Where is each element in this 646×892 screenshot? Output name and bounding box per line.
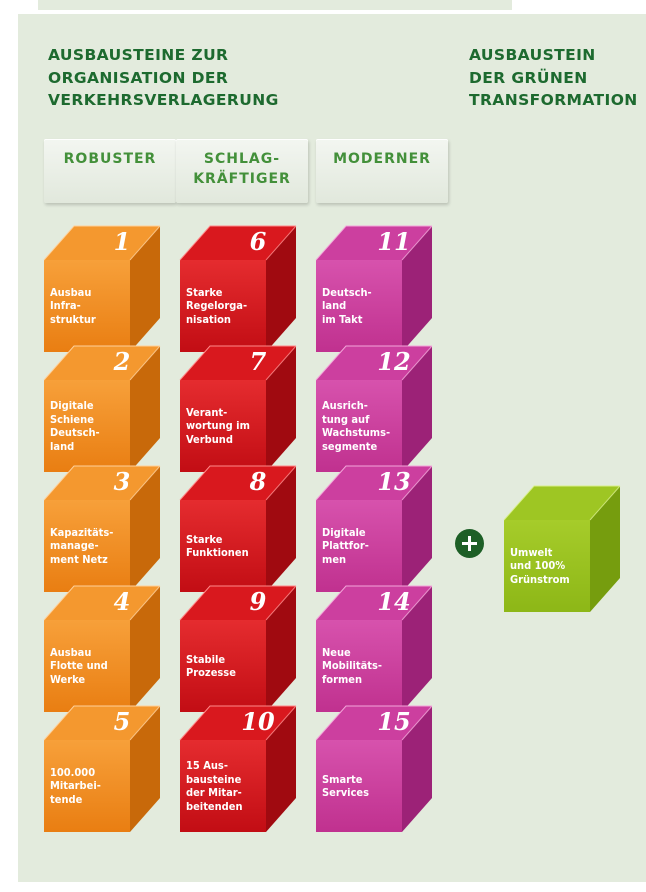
cube-number: 13 [377, 467, 411, 496]
cube-shape [179, 705, 297, 832]
column-header-moderner: MODERNER [316, 139, 448, 203]
cube-shape [43, 465, 161, 592]
cube-number: 5 [113, 707, 131, 736]
cube-label: Umwelt und 100% Grünstrom [510, 545, 570, 586]
cube-shape [315, 585, 433, 712]
column-header-schlagkraeftiger: SCHLAG- KRÄFTIGER [176, 139, 308, 203]
cube-10: 10 15 Aus- bausteine der Mitar- beitenden [179, 705, 300, 832]
cube-number: 1 [113, 227, 131, 256]
cube-5: 5 100.000 Mitarbei- tende [43, 705, 164, 832]
cube-shape [43, 705, 161, 832]
column-header-robuster: ROBUSTER [44, 139, 176, 203]
cube-number: 6 [249, 227, 267, 256]
cube-label: Kapazitäts- manage- ment Netz [50, 525, 114, 566]
cube-shape [315, 465, 433, 592]
cube-shape [43, 585, 161, 712]
cube-shape [315, 705, 433, 832]
heading-gruene-transformation: AUSBAUSTEIN DER GRÜNEN TRANSFORMATION [469, 46, 638, 109]
top-strip [38, 0, 512, 10]
cube-label: Digitale Plattfor- men [322, 525, 369, 566]
cube-number: 4 [113, 587, 131, 616]
cube-number: 8 [249, 467, 267, 496]
cube-shape [179, 465, 297, 592]
cube-number: 2 [113, 347, 131, 376]
cube-shape [503, 485, 621, 612]
cube-number: 11 [377, 227, 411, 256]
cube-shape [179, 585, 297, 712]
cube-label: Digitale Schiene Deutsch- land [50, 399, 100, 453]
cube-gruenstrom: Umwelt und 100% Grünstrom [503, 485, 624, 612]
cube-number: 7 [249, 347, 267, 376]
heading-verkehrsverlagerung: AUSBAUSTEINE ZUR ORGANISATION DER VERKEH… [48, 46, 279, 109]
cube-label: Deutsch- land im Takt [322, 285, 372, 326]
cube-label: Ausrich- tung auf Wachstums- segmente [322, 399, 391, 453]
cube-shape [179, 225, 297, 352]
cube-shape [315, 225, 433, 352]
cube-label: Verant- wortung im Verbund [186, 405, 250, 446]
cube-label: 100.000 Mitarbei- tende [50, 765, 101, 806]
cube-shape [43, 225, 161, 352]
cube-label: Ausbau Infra- struktur [50, 285, 96, 326]
cube-shape [43, 345, 161, 472]
cube-label: Stabile Prozesse [186, 652, 236, 680]
cube-label: Ausbau Flotte und Werke [50, 645, 108, 686]
cube-label: Neue Mobilitäts- formen [322, 645, 383, 686]
cube-shape [315, 345, 433, 472]
cube-number: 14 [377, 587, 411, 616]
cube-label: 15 Aus- bausteine der Mitar- beitenden [186, 759, 243, 813]
plus-icon [455, 529, 484, 558]
cube-number: 3 [113, 467, 131, 496]
cube-label: Starke Funktionen [186, 532, 249, 560]
cube-shape [179, 345, 297, 472]
cube-number: 12 [377, 347, 411, 376]
cube-number: 10 [241, 707, 275, 736]
cube-label: Starke Regelorga- nisation [186, 285, 248, 326]
cube-label: Smarte Services [322, 772, 370, 800]
cube-number: 9 [249, 587, 267, 616]
cube-number: 15 [377, 707, 411, 736]
